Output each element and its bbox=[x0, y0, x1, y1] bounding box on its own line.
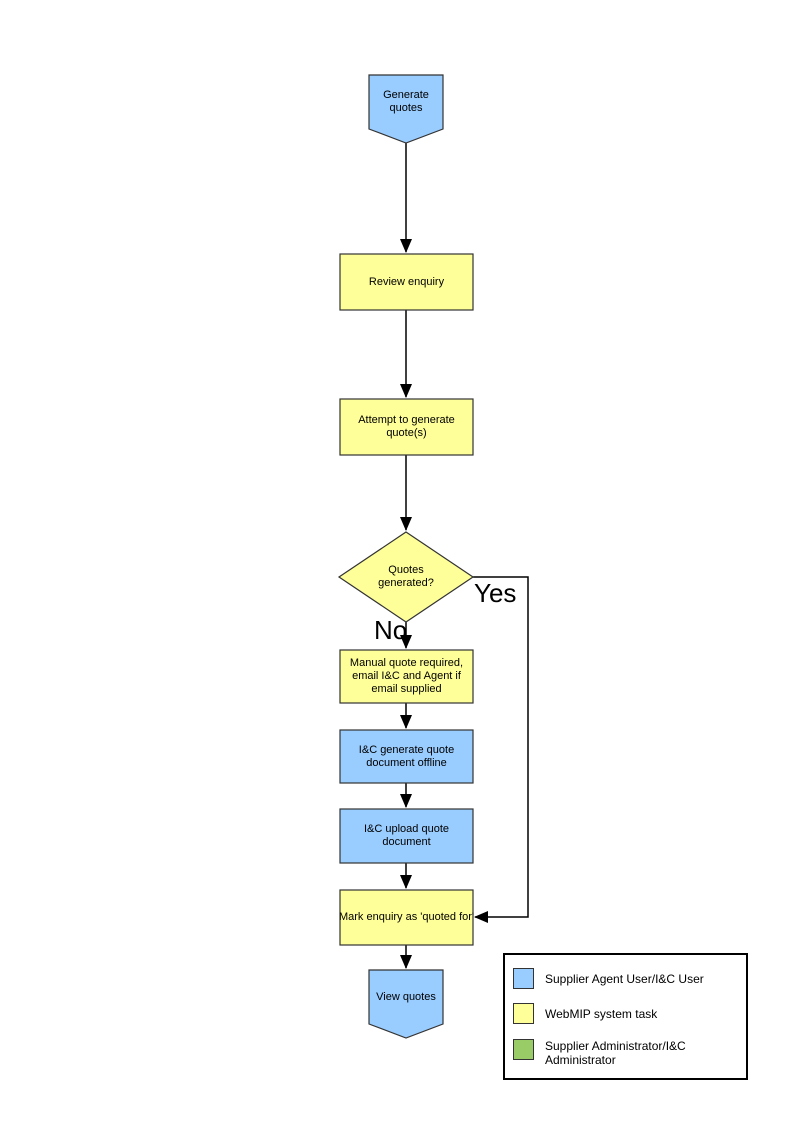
legend-label: Supplier Administrator/I&C Administrator bbox=[545, 1039, 686, 1067]
attempt-process-shape bbox=[339, 398, 474, 456]
yellow-swatch-icon bbox=[513, 1003, 534, 1024]
start-node-label: Generate quotes bbox=[383, 89, 429, 114]
review-process-shape bbox=[339, 253, 474, 311]
legend-row-supplier-admin: Supplier Administrator/I&C Administrator bbox=[513, 1039, 738, 1067]
manual-node-label: Manual quote required, email I&C and Age… bbox=[349, 657, 464, 695]
legend-box: Supplier Agent User/I&C User WebMIP syst… bbox=[503, 953, 748, 1080]
offline-process-shape bbox=[339, 729, 474, 784]
legend-row-webmip-task: WebMIP system task bbox=[513, 1003, 738, 1024]
legend-row-supplier-agent: Supplier Agent User/I&C User bbox=[513, 968, 738, 989]
decision-diamond-shape bbox=[337, 531, 475, 623]
green-swatch-icon bbox=[513, 1039, 534, 1060]
yes-branch-label: Yes bbox=[474, 578, 517, 608]
legend-label: Supplier Agent User/I&C User bbox=[545, 971, 704, 986]
attempt-node-label: Attempt to generate quote(s) bbox=[358, 414, 455, 439]
no-branch-label: No bbox=[374, 615, 408, 645]
end-terminator-shape bbox=[368, 969, 444, 1039]
manual-process-shape bbox=[339, 649, 474, 704]
offline-node-label: I&C generate quote document offline bbox=[358, 743, 455, 769]
legend-label: WebMIP system task bbox=[545, 1006, 658, 1021]
upload-process-shape bbox=[339, 808, 474, 864]
review-node-label: Review enquiry bbox=[368, 275, 445, 288]
start-terminator-shape bbox=[368, 74, 444, 144]
decision-node-label: Quotes generated? bbox=[378, 564, 434, 589]
mark-process-shape bbox=[339, 889, 474, 946]
end-node-label: View quotes bbox=[376, 990, 436, 1003]
blue-swatch-icon bbox=[513, 968, 534, 989]
upload-node-label: I&C upload quote document bbox=[363, 823, 449, 848]
mark-node-label: Mark enquiry as 'quoted for' bbox=[338, 911, 475, 923]
connector-decision-mark-yes bbox=[473, 576, 529, 923]
